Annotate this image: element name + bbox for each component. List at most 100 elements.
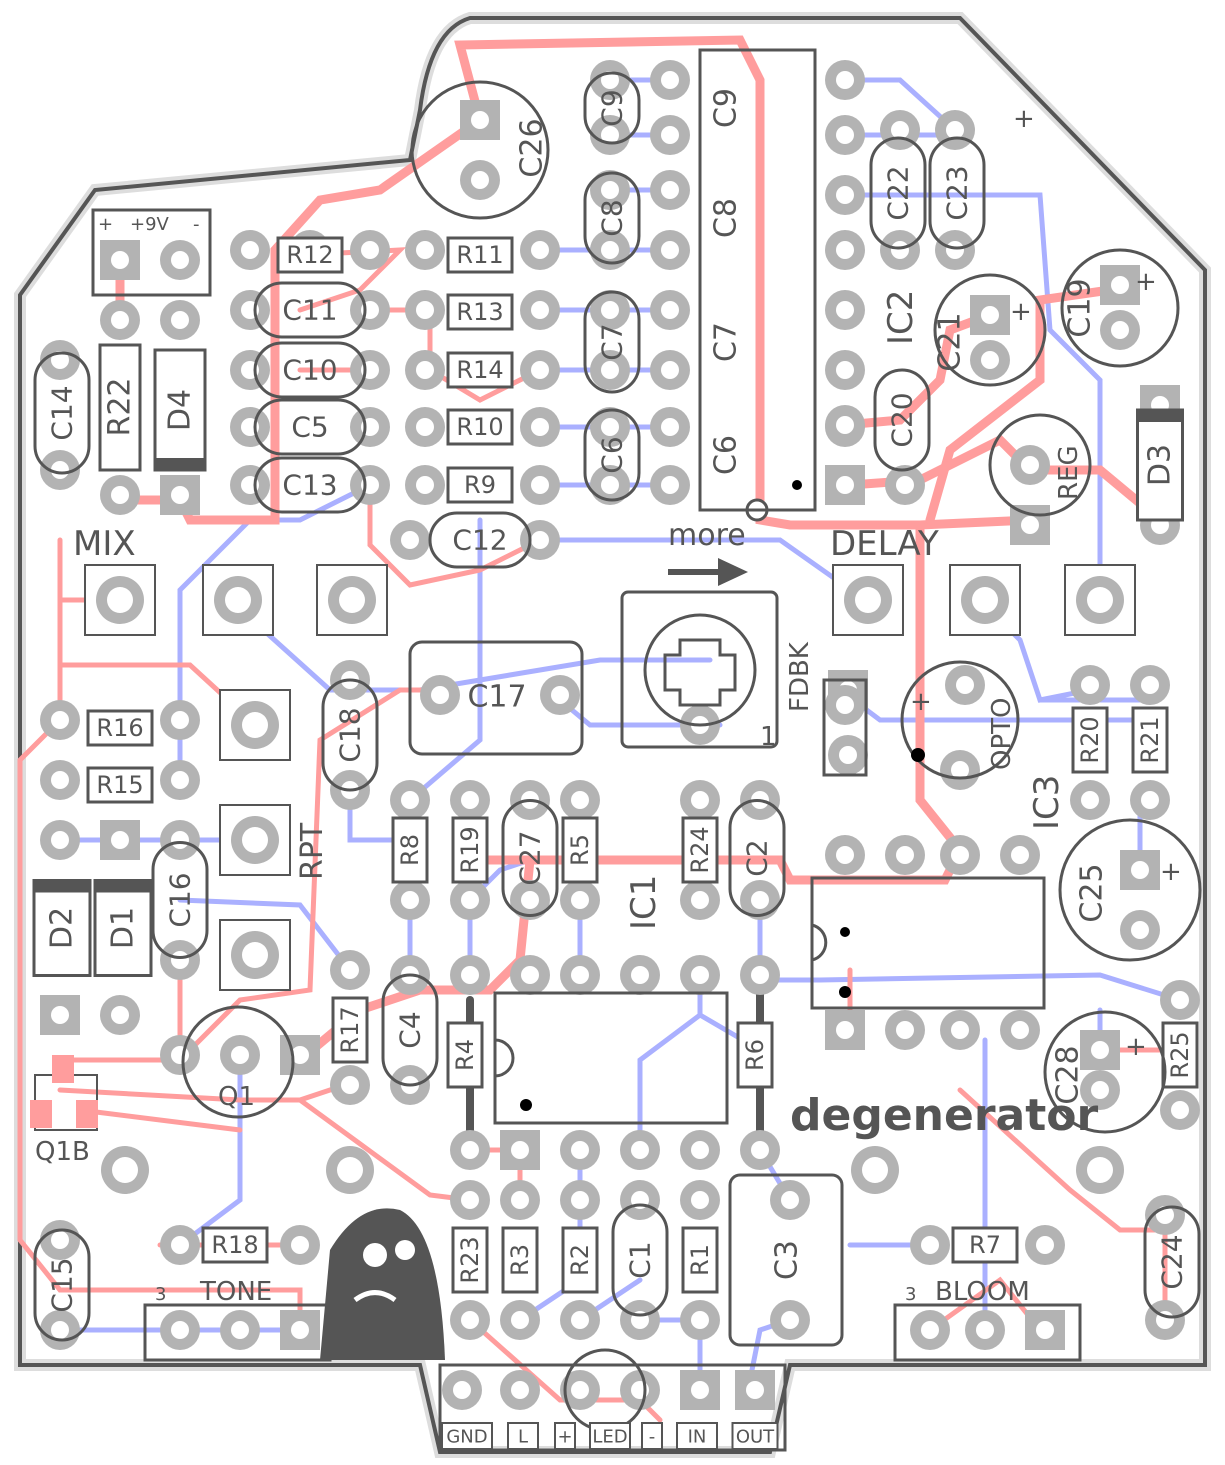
resistor-r18 xyxy=(201,1226,269,1264)
capacitor-c12-label: C12 xyxy=(452,524,507,557)
pad-hole xyxy=(1021,456,1039,474)
connector-label-box xyxy=(641,1422,663,1450)
pad-hole xyxy=(691,1311,709,1329)
pad-hole xyxy=(51,831,69,849)
pad-hole xyxy=(691,791,709,809)
reg-label: REG xyxy=(1054,445,1084,500)
pad-hole xyxy=(291,1321,309,1339)
resistor-r18-label: R18 xyxy=(211,1231,258,1259)
power-plus-label: + xyxy=(98,214,113,235)
pad-hole xyxy=(839,746,857,764)
pad-hole xyxy=(1011,846,1029,864)
diode-d2-label: D2 xyxy=(45,907,80,949)
resistor-r16 xyxy=(86,709,154,747)
fdbk-trimmer-outline xyxy=(620,590,779,749)
resistor-r6 xyxy=(736,1021,774,1089)
pad-hole xyxy=(531,241,549,259)
connector-label-plus: + xyxy=(557,1427,572,1448)
pad-hole xyxy=(571,891,589,909)
electrolytic-c21-label: C21 xyxy=(933,312,968,371)
capacitor-c12 xyxy=(428,511,532,569)
pad-hole xyxy=(836,1021,854,1039)
capacitor-c17-label: C17 xyxy=(467,680,526,715)
jumper-bars xyxy=(466,986,764,1144)
delay-label: DELAY xyxy=(830,524,939,564)
pad-hole xyxy=(571,1311,589,1329)
ic1-outline xyxy=(493,991,729,1125)
electrolytic-c28-label: C28 xyxy=(1051,1045,1086,1104)
pad-hole xyxy=(291,1046,309,1064)
capacitor-c9 xyxy=(583,71,641,145)
pad-hole xyxy=(1171,1101,1189,1119)
pad-hole xyxy=(1131,861,1149,879)
pad-hole xyxy=(171,1236,189,1254)
resistor-r16-label: R16 xyxy=(96,714,143,742)
fdbk-trimmer-knob[interactable] xyxy=(643,613,757,727)
connector-label-box xyxy=(589,1422,631,1450)
resistor-r14 xyxy=(446,351,514,389)
connector-label-box xyxy=(554,1422,576,1450)
pad-hole xyxy=(401,791,419,809)
pad-hole xyxy=(361,241,379,259)
jack-pad-hole xyxy=(107,587,133,613)
resistor-r6-label: R6 xyxy=(741,1039,769,1071)
opto-label: OPTO xyxy=(987,698,1017,771)
pad-hole xyxy=(631,966,649,984)
capacitor-c7-label: C7 xyxy=(596,323,629,360)
capacitor-c10-label: C10 xyxy=(282,354,337,387)
pad-hole xyxy=(431,686,449,704)
resistor-r5-label: R5 xyxy=(566,834,594,866)
resistor-r20-label: R20 xyxy=(1076,716,1104,763)
pad-hole xyxy=(511,1191,529,1209)
resistor-r1 xyxy=(681,1226,719,1294)
capacitor-c4 xyxy=(381,973,439,1087)
pad-hole xyxy=(981,351,999,369)
pad-hole xyxy=(601,418,619,436)
resistor-r2 xyxy=(561,1226,599,1294)
capacitor-c6-label: C6 xyxy=(709,435,744,475)
pad-hole xyxy=(461,1141,479,1159)
pad-hole xyxy=(836,476,854,494)
diode-d4-label: D4 xyxy=(163,389,198,431)
pad-hole xyxy=(836,186,854,204)
resistor-r10-label: R10 xyxy=(456,413,503,441)
resistor-r1-label: R1 xyxy=(686,1244,714,1276)
capacitor-c14 xyxy=(33,351,91,475)
resistor-r17 xyxy=(331,996,369,1064)
pad-hole xyxy=(836,696,854,714)
jack-pad-hole xyxy=(1087,1157,1113,1183)
pad-hole xyxy=(891,121,909,139)
connector-label-box xyxy=(731,1422,779,1450)
pad-hole xyxy=(956,676,974,694)
capacitor-c11-label: C11 xyxy=(282,294,337,327)
capacitor-c11 xyxy=(253,281,367,339)
c3-outline xyxy=(728,1173,844,1347)
pad-hole xyxy=(691,1191,709,1209)
pad-hole xyxy=(976,1321,994,1339)
resistor-r21 xyxy=(1131,706,1169,774)
opto-jumper-outline xyxy=(822,678,868,777)
pad-hole xyxy=(601,126,619,144)
electrolytic-c19-label: C19 xyxy=(1063,278,1098,337)
resistor-r4 xyxy=(446,1021,484,1089)
pad-hole xyxy=(531,361,549,379)
pad-hole xyxy=(946,241,964,259)
resistor-r7 xyxy=(951,1226,1019,1264)
resistor-r23 xyxy=(451,1226,489,1294)
electrolytic-c26 xyxy=(410,80,550,220)
capacitor-c16-label: C16 xyxy=(164,872,197,927)
diode-band xyxy=(34,880,90,893)
arrow-right-icon xyxy=(668,558,748,586)
capacitor-c13-label: C13 xyxy=(282,469,337,502)
pad-hole xyxy=(896,1021,914,1039)
electrolytic-c25-label: C25 xyxy=(1075,863,1110,922)
connector-label-in: IN xyxy=(688,1427,707,1448)
regulator-body xyxy=(988,413,1092,517)
resistor-r13-label: R13 xyxy=(456,298,503,326)
c26-plus-label: + xyxy=(1013,104,1035,134)
ic3-notch xyxy=(811,923,828,962)
q1-label: Q1 xyxy=(218,1082,255,1112)
pad-hole xyxy=(601,361,619,379)
pad-hole xyxy=(836,361,854,379)
pad-hole xyxy=(751,966,769,984)
